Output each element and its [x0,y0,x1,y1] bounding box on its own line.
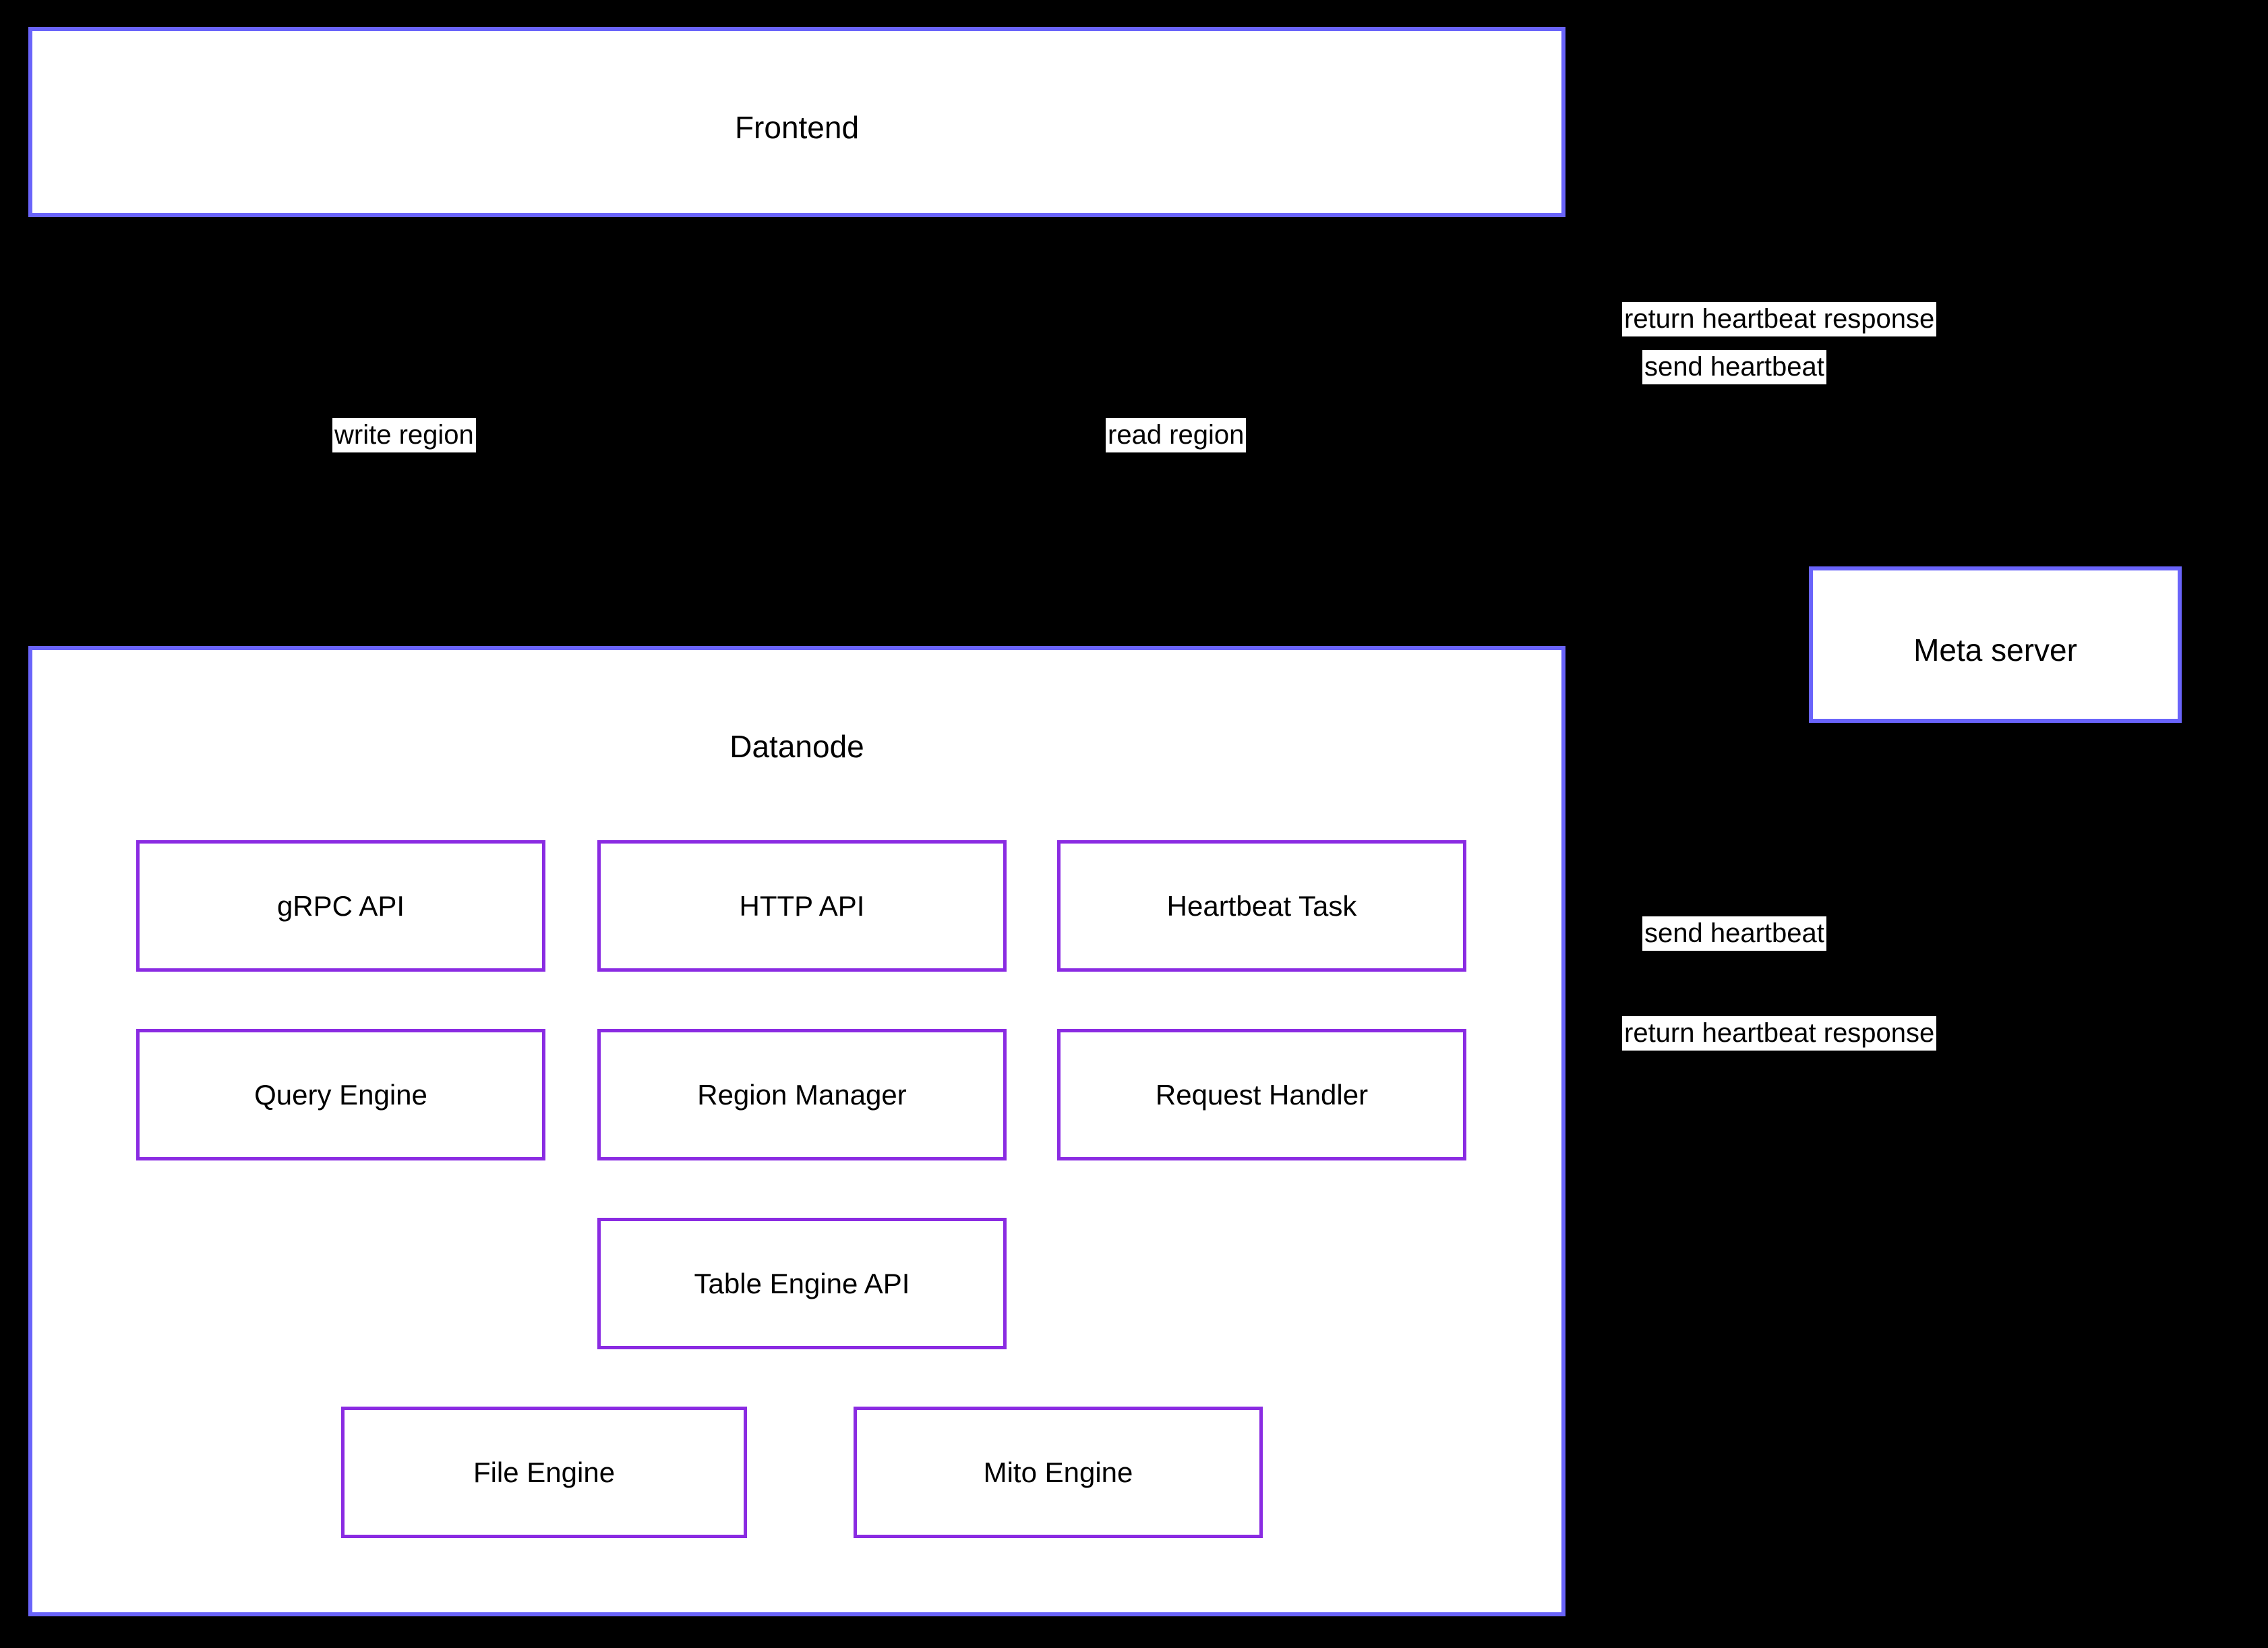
component-grpc-api-label: gRPC API [276,889,405,922]
node-frontend[interactable]: Frontend [28,27,1565,217]
component-file-engine-label: File Engine [473,1456,616,1488]
component-table-engine-api-label: Table Engine API [694,1267,910,1299]
component-region-manager[interactable]: Region Manager [597,1029,1007,1160]
component-heartbeat-task-label: Heartbeat Task [1166,889,1357,922]
node-datanode-label: Datanode [729,729,864,764]
edge-label-send-heartbeat-bottom: send heartbeat [1642,916,1826,951]
edge-label-read-region: read region [1106,418,1247,453]
edge-label-write-region: write region [332,418,476,453]
component-grpc-api[interactable]: gRPC API [136,840,545,972]
component-query-engine[interactable]: Query Engine [136,1029,545,1160]
node-meta-server[interactable]: Meta server [1809,566,2182,723]
component-http-api-label: HTTP API [739,889,865,922]
component-region-manager-label: Region Manager [697,1078,907,1111]
component-request-handler-label: Request Handler [1155,1078,1369,1111]
component-table-engine-api[interactable]: Table Engine API [597,1218,1007,1349]
component-request-handler[interactable]: Request Handler [1057,1029,1466,1160]
component-query-engine-label: Query Engine [254,1078,427,1111]
node-meta-server-label: Meta server [1913,632,2077,668]
component-file-engine[interactable]: File Engine [341,1407,747,1538]
component-mito-engine[interactable]: Mito Engine [854,1407,1263,1538]
edge-label-return-heartbeat-response-bottom: return heartbeat response [1622,1016,1937,1051]
edge-send-heartbeat-bottom-line [1566,723,1897,1053]
node-frontend-label: Frontend [734,110,860,145]
component-mito-engine-label: Mito Engine [983,1456,1133,1488]
node-datanode[interactable]: Datanode gRPC API HTTP API Heartbeat Tas… [28,646,1565,1616]
component-heartbeat-task[interactable]: Heartbeat Task [1057,840,1466,972]
edge-label-return-heartbeat-response-top: return heartbeat response [1622,302,1937,337]
edge-label-send-heartbeat-top: send heartbeat [1642,350,1826,385]
component-http-api[interactable]: HTTP API [597,840,1007,972]
